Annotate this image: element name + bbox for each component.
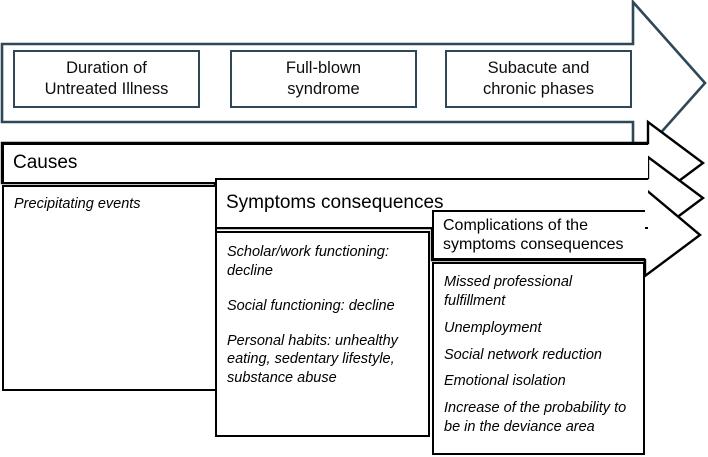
causes-item-precipitating-events: Precipitating events <box>14 196 141 212</box>
causes-body: Precipitating events <box>2 185 217 391</box>
causes-header-label: Causes <box>13 152 78 174</box>
complications-header[interactable]: Complications of the symptoms consequenc… <box>432 210 645 260</box>
phase-1-line1: Duration of <box>66 58 147 77</box>
phase-box-duration-of-untreated-illness[interactable]: Duration of Untreated Illness <box>13 50 200 108</box>
complications-item-social-network-reduction: Social network reduction <box>444 346 602 363</box>
complications-item-increase-deviance-probability: Increase of the probability to be in the… <box>444 400 627 436</box>
phase-box-full-blown-syndrome[interactable]: Full-blown syndrome <box>230 50 417 108</box>
phase-1-text: Duration of Untreated Illness <box>45 58 169 100</box>
symptoms-item-scholar-work-functioning: Scholar/work functioning: decline <box>227 244 389 279</box>
phase-2-text: Full-blown syndrome <box>286 58 361 100</box>
symptoms-item-social-functioning: Social functioning: decline <box>227 297 395 314</box>
phase-3-line1: Subacute and <box>487 58 590 77</box>
phase-1-line2: Untreated Illness <box>44 80 169 98</box>
symptoms-body: Scholar/work functioning: decline Social… <box>215 231 430 437</box>
complications-item-unemployment: Unemployment <box>444 319 542 336</box>
phase-3-text: Subacute and chronic phases <box>483 58 594 100</box>
complications-item-emotional-isolation: Emotional isolation <box>444 373 566 390</box>
phase-box-subacute-and-chronic-phases[interactable]: Subacute and chronic phases <box>445 50 632 108</box>
symptoms-header-label: Symptoms consequences <box>226 192 444 214</box>
complications-header-line1: Complications of the <box>443 217 588 234</box>
symptoms-header[interactable]: Symptoms consequences <box>215 178 648 229</box>
phase-2-line2: syndrome <box>287 80 360 98</box>
symptoms-item-personal-habits: Personal habits: unhealthy eating, seden… <box>227 332 398 387</box>
complications-item-missed-professional-fulfillment: Missed professional fulfillment <box>444 274 573 309</box>
complications-header-label: Complications of the symptoms consequenc… <box>443 216 624 254</box>
causes-header[interactable]: Causes <box>2 143 648 184</box>
complications-body: Missed professional fulfillment Unemploy… <box>432 262 645 455</box>
phase-3-line2: chronic phases <box>483 80 594 98</box>
complications-header-line2: symptoms consequences <box>443 236 624 254</box>
phase-2-line1: Full-blown <box>285 58 362 77</box>
